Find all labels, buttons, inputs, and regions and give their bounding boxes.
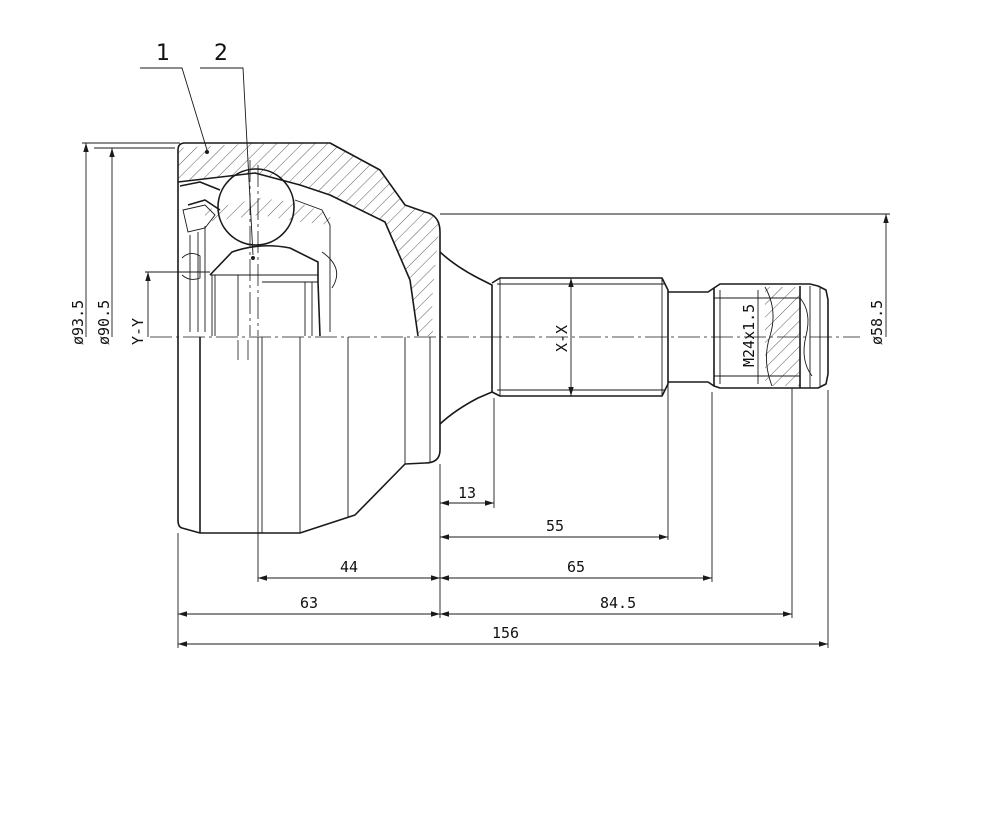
dia-inner-label: ø90.5	[95, 300, 113, 345]
axis-xx-label: X-X	[553, 325, 571, 352]
dim-13: 13	[440, 484, 494, 506]
axis-yy-label: Y-Y	[129, 318, 147, 345]
dim-44: 44	[258, 558, 440, 581]
inner-components	[145, 160, 338, 360]
dia-shaft-label: ø58.5	[868, 300, 886, 345]
svg-text:84.5: 84.5	[600, 594, 636, 612]
dim-63: 63	[178, 594, 440, 617]
svg-text:65: 65	[567, 558, 585, 576]
svg-text:156: 156	[492, 624, 519, 642]
dim-65: 65	[440, 558, 712, 581]
dim-55: 55	[440, 517, 668, 540]
thread-label: M24x1.5	[740, 304, 758, 367]
dim-156: 156	[178, 624, 828, 647]
diameter-dimensions	[82, 142, 890, 396]
svg-text:13: 13	[458, 484, 476, 502]
dia-outer-label: ø93.5	[69, 300, 87, 345]
svg-text:55: 55	[546, 517, 564, 535]
svg-text:44: 44	[340, 558, 358, 576]
dim-84-5: 84.5	[440, 594, 792, 617]
svg-text:63: 63	[300, 594, 318, 612]
callout-1: 1	[156, 41, 170, 66]
callout-2: 2	[214, 41, 228, 66]
callout-leaders	[140, 67, 255, 260]
ball	[217, 168, 295, 246]
housing-section-hatch	[178, 143, 800, 386]
stub-shaft	[439, 251, 829, 425]
extension-lines	[177, 384, 829, 648]
housing-outline	[177, 142, 441, 534]
